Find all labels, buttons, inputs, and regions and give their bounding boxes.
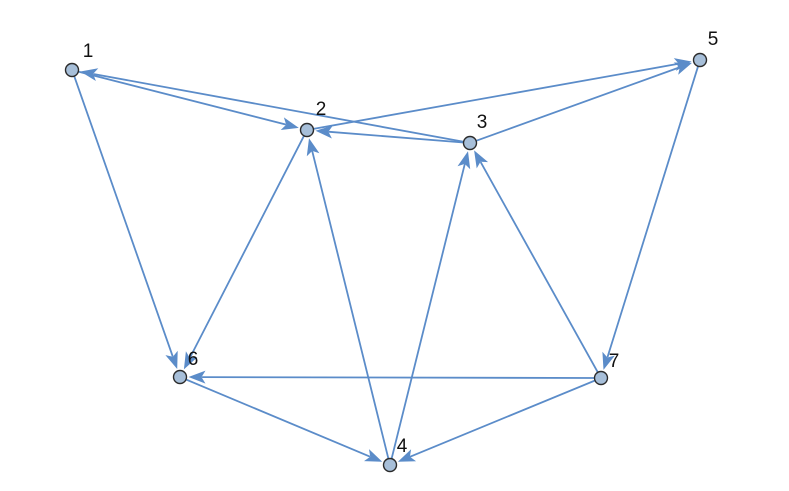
edge-line [189,134,305,358]
arrowhead [183,351,198,370]
edge-6-to-4 [185,378,383,462]
node-2 [299,122,315,138]
edge-7-to-3 [474,150,599,374]
node-7 [593,370,609,386]
edge-line [201,376,596,379]
edge-7-to-6 [188,370,596,384]
edge-line [77,70,287,126]
arrowhead [315,125,333,139]
arrowhead [280,117,299,130]
node-label-4: 4 [397,436,408,457]
arrowhead [397,449,417,462]
edge-1-to-6 [73,75,178,369]
node-6 [172,369,188,385]
node-label-3: 3 [477,112,488,133]
node-3 [462,135,478,151]
arrowhead [673,58,692,71]
edge-4-to-2 [306,138,390,460]
edge-line [73,75,174,357]
arrowhead [80,68,99,81]
edge-3-to-2 [315,125,465,144]
edge-3-to-1 [80,68,465,143]
node-label-1: 1 [83,41,94,62]
node-1 [64,62,80,78]
edge-line [93,73,465,143]
edge-line [390,163,466,460]
arrowhead [306,138,320,157]
node-label-5: 5 [708,29,719,50]
arrowhead [474,150,489,169]
edge-2-to-6 [183,134,305,370]
node-label-6: 6 [188,349,199,370]
edge-3-to-5 [475,62,692,142]
edge-2-to-5 [312,58,692,130]
node-label-2: 2 [316,99,327,120]
edge-line [606,65,699,358]
node-label-7: 7 [609,351,620,372]
edge-line [480,161,599,374]
edge-7-to-4 [397,379,596,462]
edge-line [312,63,679,130]
edge-line [185,378,371,458]
nodes-layer [64,52,708,473]
arrowhead [188,370,206,384]
arrowhead [364,449,383,462]
edge-1-to-2 [77,70,299,130]
labels-layer: 1 2 3 4 5 6 7 [83,29,719,457]
arrowhead [457,151,471,170]
node-4 [382,457,398,473]
edges-layer [73,58,699,462]
arrowhead [602,351,615,370]
arrowhead [165,350,178,369]
node-5 [692,52,708,68]
edge-line [311,150,390,460]
edge-5-to-7 [602,65,699,370]
edge-line [328,130,465,144]
edge-line [409,379,596,458]
edge-4-to-3 [390,151,471,460]
edge-line [475,66,680,142]
